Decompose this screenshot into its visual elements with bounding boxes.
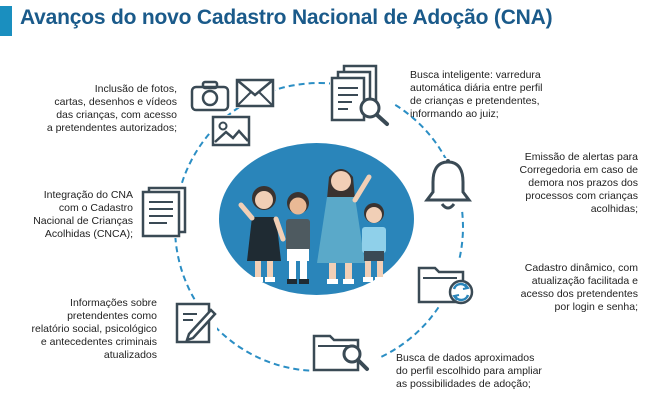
item-applicant-info-line: pretendentes como [67, 310, 157, 322]
bell-icon [423, 158, 473, 210]
item-alerts-text: Emissão de alertas para Corregedoria em … [520, 151, 638, 216]
item-integration-line: Nacional de Crianças [33, 215, 133, 227]
item-dynamic-registry-line: acesso dos pretendentes [520, 288, 638, 300]
item-approximate-search-text: Busca de dados aproximados do perfil esc… [396, 352, 542, 391]
item-smart-search-line: informando ao juiz; [410, 108, 499, 120]
envelope-icon [235, 74, 275, 108]
child-girl-tall [317, 169, 372, 284]
item-applicant-info-line: e antecedentes criminais [40, 336, 157, 348]
item-integration-line: com o Cadastro [58, 202, 133, 214]
item-approximate-search-line: Busca de dados aproximados [396, 352, 535, 364]
title-accent-bar [0, 6, 12, 36]
item-smart-search-text: Busca inteligente: varredura automática … [410, 69, 543, 121]
page-title: Avanços do novo Cadastro Nacional de Ado… [20, 6, 553, 29]
item-photos-line: cartas, desenhos e vídeos [54, 96, 177, 108]
item-smart-search-line: automática diária entre perfil [410, 82, 543, 94]
documents-search-icon [330, 64, 392, 126]
item-smart-search-line: Busca inteligente: varredura [410, 69, 541, 81]
item-alerts-line: demora nos prazos dos [528, 177, 638, 189]
item-applicant-info-line: relatório social, psicológico [31, 323, 157, 335]
item-dynamic-registry-line: por login e senha; [554, 301, 638, 313]
child-girl-left [238, 186, 286, 282]
picture-icon [211, 115, 251, 147]
item-alerts-line: acolhidas; [590, 203, 638, 215]
item-applicant-info-line: Informações sobre [70, 297, 157, 309]
item-dynamic-registry-line: atualização facilitada e [531, 275, 638, 287]
folder-search-icon [312, 330, 378, 374]
item-integration-line: Integração do CNA [43, 189, 133, 201]
item-photos-line: das crianças, com acesso [56, 109, 177, 121]
item-dynamic-registry-line: Cadastro dinâmico, com [524, 262, 638, 274]
item-smart-search-line: de crianças e pretendentes, [410, 95, 540, 107]
children-illustration [238, 169, 386, 284]
document-icon [139, 186, 189, 238]
item-photos-text: Inclusão de fotos, cartas, desenhos e ví… [47, 83, 177, 135]
pencil-edit-icon [175, 300, 217, 344]
folder-refresh-icon [417, 260, 475, 306]
item-photos-line: a pretendentes autorizados; [46, 122, 177, 134]
item-approximate-search-line: do perfil escolhido para ampliar [396, 365, 542, 377]
item-applicant-info-line: atualizados [103, 349, 157, 361]
item-dynamic-registry-text: Cadastro dinâmico, com atualização facil… [521, 262, 638, 314]
camera-icon [190, 80, 230, 112]
item-approximate-search-line: as possibilidades de adoção; [396, 378, 531, 390]
item-integration-line: Acolhidas (CNCA); [44, 228, 133, 240]
child-boy-middle [286, 192, 310, 284]
item-photos-line: Inclusão de fotos, [94, 83, 177, 95]
item-alerts-line: Emissão de alertas para [524, 151, 638, 163]
item-alerts-line: Corregedoria em caso de [519, 164, 638, 176]
item-applicant-info-text: Informações sobre pretendentes como rela… [32, 297, 157, 362]
item-integration-text: Integração do CNA com o Cadastro Naciona… [33, 189, 133, 241]
child-boy-right [362, 203, 386, 282]
item-alerts-line: processos com crianças [525, 190, 638, 202]
